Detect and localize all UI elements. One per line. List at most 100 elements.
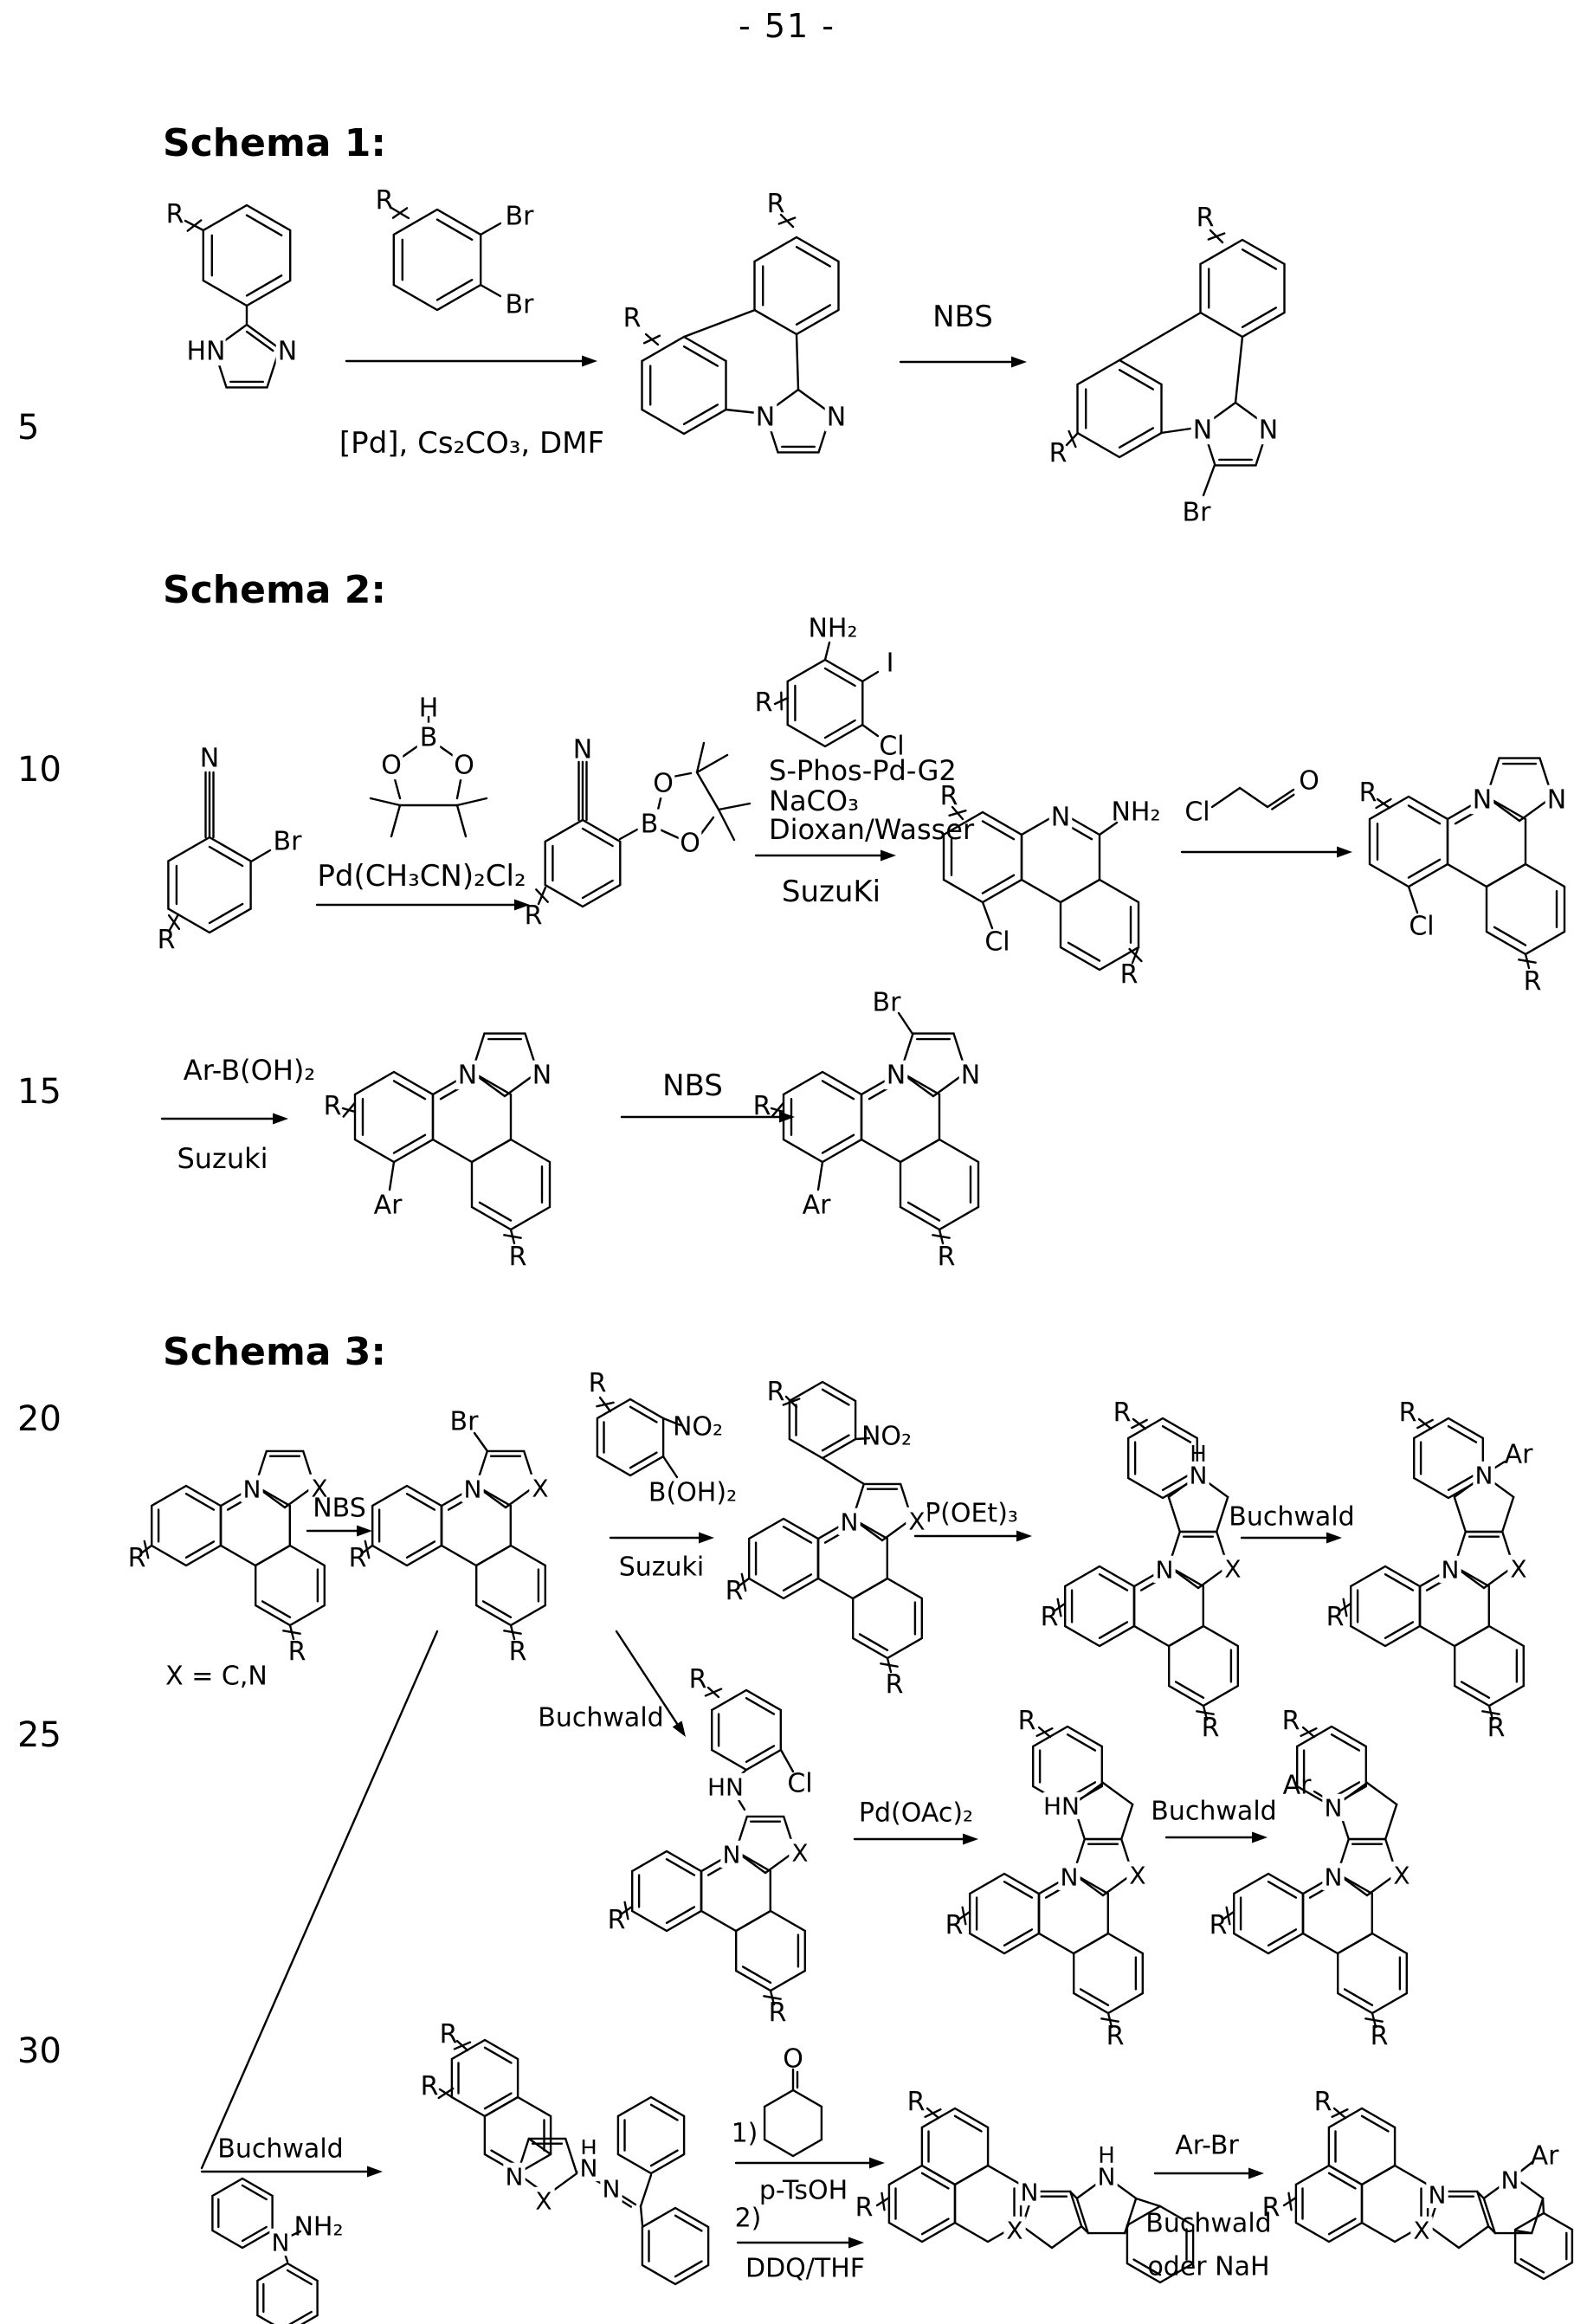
variable-position-slash: [1519, 959, 1535, 962]
ring: [394, 210, 481, 310]
atom-label-nh2-30: NH₂: [808, 614, 857, 644]
variable-position-slash: [1037, 1728, 1053, 1736]
ring: [1234, 1874, 1303, 1953]
ring: [203, 205, 290, 306]
bond: [1240, 788, 1268, 807]
atom-label-r-49: R: [1524, 967, 1542, 997]
atom-label-r-114: R: [945, 1911, 964, 1941]
variable-position-slash: [881, 1663, 897, 1666]
ring: [1414, 1418, 1483, 1498]
variable-position-slash: [1332, 2109, 1348, 2117]
variable-position-slash: [644, 336, 660, 343]
atom-label-n-141: N: [1021, 2179, 1039, 2207]
double-bond-inner: [407, 1494, 435, 1509]
double-bond-inner: [1329, 2219, 1356, 2235]
atom-label-r-108: R: [769, 1998, 787, 2029]
condition-poet3: P(OEt)₃: [925, 1499, 1018, 1529]
atom-label-o-28: O: [653, 769, 674, 799]
atom-label-ar-95: Ar: [1505, 1440, 1534, 1470]
atom-label-r-127: R: [440, 2020, 458, 2050]
atom-label-br-16: Br: [1183, 498, 1212, 528]
variable-position-slash: [188, 220, 201, 230]
atom-label-n-132: N: [580, 2154, 598, 2183]
atom-label-o-135: O: [783, 2044, 803, 2075]
ring: [788, 660, 863, 746]
atom-label-x-106: X: [791, 1839, 808, 1868]
condition-ar-br: Ar-Br: [1175, 2131, 1239, 2161]
double-bond-inner: [822, 1081, 854, 1099]
atom-label-n-14: N: [1193, 416, 1212, 446]
double-bond-inner: [1176, 1682, 1203, 1697]
bond: [1543, 2198, 1544, 2213]
ring: [889, 2166, 955, 2242]
double-bond-inner: [583, 881, 613, 898]
ring: [372, 1486, 442, 1565]
atom-label-n-2: N: [278, 337, 297, 367]
atom-label-no2-81: NO₂: [861, 1422, 912, 1452]
ring: [1061, 880, 1139, 970]
ring: [472, 1034, 538, 1096]
ring: [1338, 1839, 1397, 1895]
atom-label-r-148: R: [1314, 2088, 1332, 2118]
step-2-label: 2): [735, 2204, 762, 2234]
atom-label-r-75: R: [589, 1369, 607, 1399]
double-bond-inner: [186, 1494, 214, 1509]
bond: [529, 2139, 551, 2154]
atom-label-x-98: X: [1510, 1555, 1526, 1584]
double-bond-inner: [1100, 1574, 1127, 1590]
atom-label-r-140: R: [855, 2193, 874, 2224]
atom-label-n-10: N: [827, 403, 846, 433]
double-bond-inner: [630, 1453, 657, 1469]
ring: [764, 2090, 822, 2156]
double-bond-inner: [1268, 1882, 1296, 1897]
double-bond-inner: [394, 1135, 425, 1153]
double-bond-inner: [1004, 1882, 1032, 1897]
bond: [719, 810, 734, 840]
ring: [1296, 2166, 1362, 2242]
bond: [620, 830, 637, 839]
atom-label-r-7: R: [767, 190, 785, 220]
ring: [257, 2263, 317, 2324]
double-bond-inner: [797, 305, 830, 324]
double-bond-inner: [483, 1601, 511, 1617]
double-bond-inner: [784, 1574, 811, 1590]
ring: [970, 1874, 1039, 1953]
ring: [452, 2040, 518, 2116]
atom-label-r-80: R: [767, 1378, 785, 1408]
atom-label-n-9: N: [756, 403, 775, 433]
atom-label-hn-104: HN: [707, 1773, 744, 1802]
condition-suzuki: SuzuKi: [782, 875, 881, 909]
bond: [481, 223, 500, 235]
reaction-arrow-head: [1016, 1531, 1032, 1542]
atom-label-n-47: N: [1547, 785, 1566, 816]
bond: [481, 285, 500, 296]
double-bond-inner: [480, 1203, 511, 1221]
double-bond-inner: [922, 2219, 949, 2235]
double-bond-inner: [797, 247, 830, 266]
double-bond-inner: [1329, 2173, 1356, 2189]
double-bond-inner: [825, 720, 855, 738]
ring: [1074, 1933, 1143, 2013]
x-definition-note: X = C,N: [165, 1662, 268, 1692]
atom-label-n-53: N: [458, 1061, 477, 1091]
atom-label-n-125: N: [272, 2229, 290, 2257]
double-bond-inner: [908, 1203, 939, 1221]
double-bond-inner: [860, 1634, 887, 1649]
atom-label-r-115: R: [1106, 2022, 1125, 2052]
atom-label-nh2-126: NH₂: [294, 2212, 343, 2243]
bond: [1212, 788, 1240, 807]
atom-label-o-23: O: [454, 751, 474, 781]
variable-position-slash: [1288, 2193, 1291, 2210]
ring: [1338, 1783, 1397, 1839]
atom-label-n-96: N: [1475, 1462, 1493, 1490]
step-1-label: 1): [732, 2119, 758, 2149]
reaction-arrow-head: [699, 1533, 714, 1544]
bond: [1203, 465, 1215, 495]
ring: [1329, 2108, 1395, 2185]
atom-label-cl-43: Cl: [1184, 797, 1210, 828]
ring: [1201, 240, 1285, 337]
double-bond-inner: [1409, 805, 1440, 823]
bond: [391, 805, 400, 836]
double-bond-inner: [242, 2185, 267, 2199]
